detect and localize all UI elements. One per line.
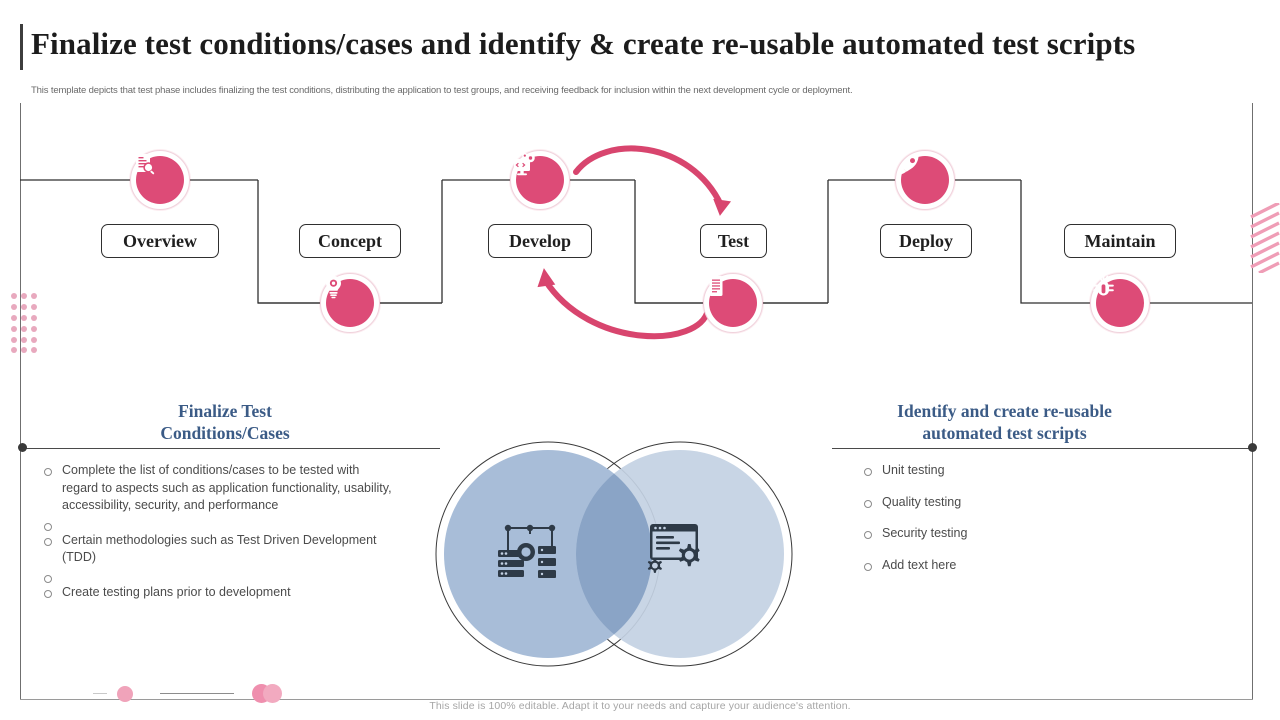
footer-note: This slide is 100% editable. Adapt it to… [429, 700, 851, 712]
bullet-marker-icon [864, 562, 872, 571]
list-item: Quality testing [864, 494, 1194, 512]
bullet-marker-icon [44, 574, 52, 583]
list-item: Unit testing [864, 462, 1194, 480]
flow-node-maintain[interactable]: Maintain [1064, 224, 1176, 258]
flow-node-label: Deploy [899, 230, 953, 251]
flow-node-label: Maintain [1084, 230, 1156, 251]
bullet-marker-icon [44, 522, 52, 531]
list-item-text: Add text here [882, 557, 957, 572]
flow-icon-develop[interactable] [510, 150, 570, 210]
bullet-marker-icon [44, 468, 52, 476]
lightbulb-gear-icon [326, 276, 374, 327]
list-item-text: Unit testing [882, 463, 945, 477]
test-document-icon [709, 276, 757, 327]
bullet-marker-icon [864, 499, 872, 508]
left-heading-line-1: Finalize Test [178, 401, 272, 421]
right-column-heading: Identify and create re-usable automated … [862, 400, 1147, 444]
flow-node-label: Concept [318, 230, 382, 251]
right-heading-line-1: Identify and create re-usable [897, 401, 1112, 421]
flow-node-overview[interactable]: Overview [101, 224, 219, 258]
flow-node-label: Develop [509, 230, 571, 251]
left-column-rule [20, 448, 440, 450]
list-item-text: Certain methodologies such as Test Drive… [62, 532, 377, 565]
list-item [44, 517, 394, 531]
right-rule-endpoint-dot [1248, 443, 1257, 452]
frame-left-rule [20, 103, 21, 700]
list-item-text: Security testing [882, 526, 968, 540]
flow-icon-concept[interactable] [320, 273, 380, 333]
flow-icon-overview[interactable] [130, 150, 190, 210]
bullet-marker-icon [864, 531, 872, 539]
decorative-dash-left [93, 693, 107, 695]
bullet-marker-icon [44, 537, 52, 546]
right-column-bullet-list: Unit testing Quality testing Security te… [864, 462, 1194, 576]
frame-bottom-rule [20, 699, 1253, 700]
left-rule-endpoint-dot [18, 443, 27, 452]
list-item: Create testing plans prior to developmen… [44, 584, 394, 602]
flow-icon-maintain[interactable] [1090, 273, 1150, 333]
bullet-marker-icon [44, 589, 52, 598]
right-column-rule [832, 448, 1252, 450]
decorative-pink-dot [117, 686, 133, 702]
page-title: Finalize test conditions/cases and ident… [31, 26, 1136, 61]
decorative-pink-dot-front [263, 684, 282, 703]
rocket-icon [900, 154, 949, 204]
frame-right-rule [1252, 103, 1253, 700]
decorative-diagonal-stripes [1249, 201, 1280, 278]
monitor-code-gear-icon [514, 152, 564, 204]
left-column-heading: Finalize Test Conditions/Cases [100, 400, 350, 444]
list-item: Security testing [864, 525, 1194, 543]
venn-overlap [576, 450, 652, 658]
bug-gear-icon [1093, 275, 1144, 327]
flow-node-label: Test [717, 230, 750, 251]
process-flow-diagram: Overview Concept Develop Test Deploy Mai… [0, 110, 1280, 360]
list-item: Complete the list of conditions/cases to… [44, 462, 394, 515]
list-item-text: Create testing plans prior to developmen… [62, 584, 291, 599]
flow-node-test[interactable]: Test [700, 224, 767, 258]
bullet-marker-icon [864, 468, 872, 476]
flow-icon-deploy[interactable] [895, 150, 955, 210]
flow-node-develop[interactable]: Develop [488, 224, 592, 258]
flow-node-concept[interactable]: Concept [299, 224, 401, 258]
server-network-gear-icon [498, 524, 556, 578]
list-item: Add text here [864, 557, 1194, 575]
flow-icon-test[interactable] [703, 273, 763, 333]
flow-connector-lines [20, 145, 1252, 340]
venn-diagram [418, 434, 818, 674]
flow-node-deploy[interactable]: Deploy [880, 224, 972, 258]
list-item-text: Quality testing [882, 494, 962, 509]
left-heading-line-2: Conditions/Cases [160, 423, 290, 443]
browser-gears-icon [647, 524, 700, 573]
right-heading-line-2: automated test scripts [922, 423, 1087, 443]
left-column-bullet-list: Complete the list of conditions/cases to… [44, 462, 394, 603]
decorative-dot-grid [10, 292, 44, 359]
title-accent-bar [20, 24, 23, 70]
document-search-icon [136, 154, 184, 204]
list-item [44, 569, 394, 583]
arrow-test-to-develop [537, 268, 711, 340]
flow-node-label: Overview [123, 230, 197, 251]
decorative-dash-middle [160, 693, 234, 695]
list-item-text: Complete the list of conditions/cases to… [62, 463, 392, 512]
arrow-develop-to-test [573, 145, 732, 216]
page-subtitle: This template depicts that test phase in… [31, 85, 853, 96]
list-item: Certain methodologies such as Test Drive… [44, 532, 394, 567]
